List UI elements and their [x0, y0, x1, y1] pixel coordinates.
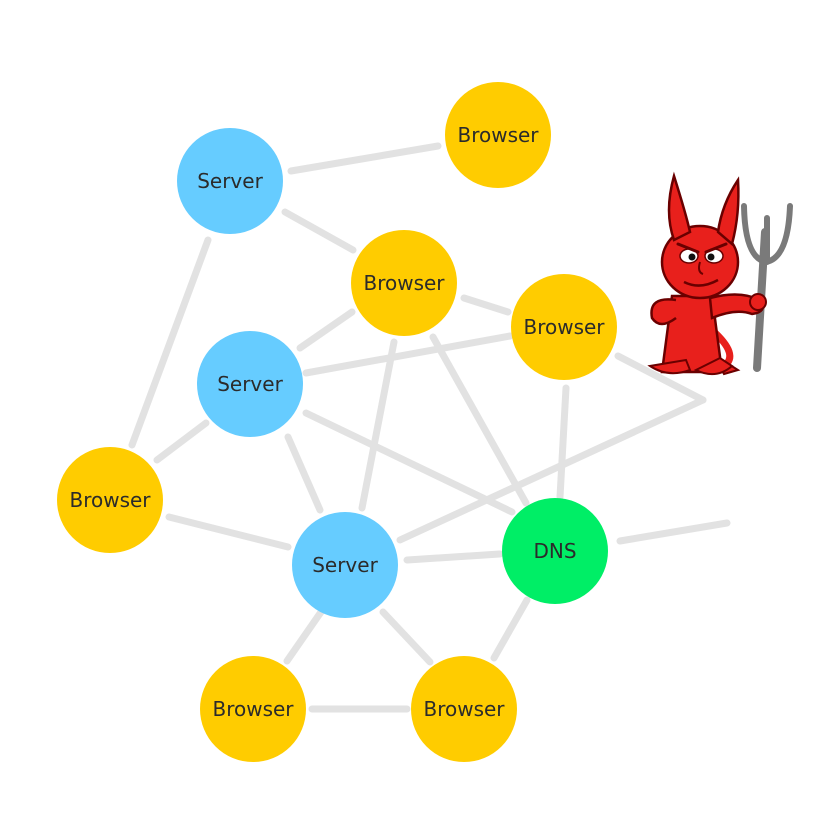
- server-node-circle: [197, 331, 303, 437]
- connection-edge: [490, 596, 531, 662]
- connection-edge: [284, 433, 324, 514]
- connection-edge: [616, 519, 731, 545]
- browser-node-circle: [57, 447, 163, 553]
- connection-edge: [281, 208, 357, 254]
- browser-node-label: Browser: [69, 488, 151, 512]
- connection-edge: [128, 236, 212, 449]
- browser-node: Browser: [351, 230, 457, 336]
- connection-edge: [379, 608, 434, 666]
- connection-edge: [302, 409, 516, 516]
- browser-node: Browser: [200, 656, 306, 762]
- connection-edge: [614, 352, 707, 404]
- connection-edge: [165, 513, 292, 551]
- dns-node-circle: [502, 498, 608, 604]
- browser-node: Browser: [511, 274, 617, 380]
- server-node-label: Server: [312, 553, 378, 577]
- connection-edge: [283, 608, 325, 665]
- server-node-circle: [292, 512, 398, 618]
- nodes-layer: Browser Server Browser Browser Server Br…: [57, 82, 617, 762]
- server-node-label: Server: [217, 372, 283, 396]
- browser-node-label: Browser: [457, 123, 539, 147]
- browser-node-circle: [445, 82, 551, 188]
- server-node: Server: [292, 512, 398, 618]
- browser-node-circle: [200, 656, 306, 762]
- server-node-label: Server: [197, 169, 263, 193]
- browser-node: Browser: [57, 447, 163, 553]
- connection-edge: [302, 332, 514, 377]
- connection-edge: [358, 338, 398, 512]
- server-node-circle: [177, 128, 283, 234]
- server-node: Server: [197, 331, 303, 437]
- dns-node-label: DNS: [533, 539, 576, 563]
- browser-node-circle: [511, 274, 617, 380]
- connection-edge: [153, 419, 210, 464]
- server-node: Server: [177, 128, 283, 234]
- browser-node-label: Browser: [523, 315, 605, 339]
- browser-node-label: Browser: [363, 271, 445, 295]
- browser-node-circle: [351, 230, 457, 336]
- connection-edge: [287, 142, 442, 175]
- edges-layer: [128, 142, 731, 713]
- connection-edge: [296, 308, 356, 352]
- browser-node: Browser: [445, 82, 551, 188]
- connection-edge: [396, 396, 707, 544]
- browser-node-label: Browser: [212, 697, 294, 721]
- devil-mascot-icon: [647, 171, 793, 376]
- connection-edge: [429, 333, 530, 507]
- browser-node-label: Browser: [423, 697, 505, 721]
- dns-node: DNS: [502, 498, 608, 604]
- connection-edge: [556, 384, 570, 501]
- browser-node-circle: [411, 656, 517, 762]
- connection-edge: [403, 550, 504, 564]
- browser-node: Browser: [411, 656, 517, 762]
- connection-edge: [460, 294, 512, 316]
